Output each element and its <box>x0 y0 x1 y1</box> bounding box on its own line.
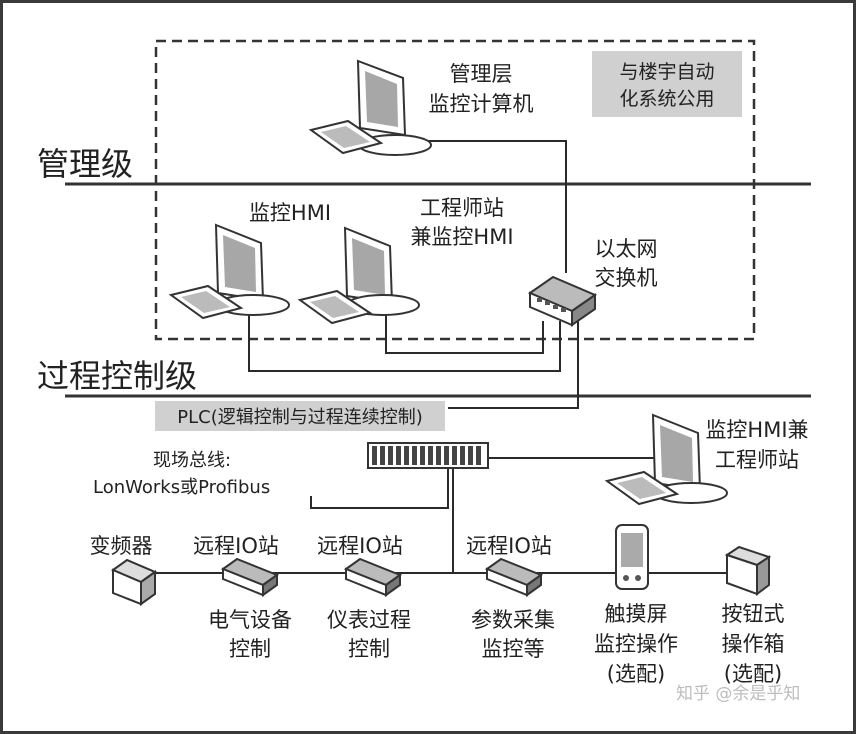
button-box-label-line-1: 按钮式 <box>722 602 785 626</box>
rio1-label: 远程IO站 <box>193 534 279 558</box>
plc-rack <box>367 442 489 469</box>
vfd-label: 变频器 <box>90 534 153 558</box>
touch-label-line-1: 触摸屏 <box>605 602 668 626</box>
right-hmi-label-line-1: 监控HMI兼 <box>705 418 808 442</box>
mgmt-to-switch-line <box>408 140 567 273</box>
shared-note: 与楼宇自动 化系统公用 <box>592 51 742 117</box>
hmi-label: 监控HMI <box>249 201 331 225</box>
rio1-desc-line-1: 电气设备 <box>208 608 292 632</box>
touch-label-line-3: (选配) <box>607 662 665 686</box>
switch-label-line-2: 交换机 <box>595 266 658 290</box>
mgmt-computer-label-line-2: 监控计算机 <box>429 92 534 116</box>
mgmt-computer-label-line-1: 管理层 <box>450 62 513 86</box>
management-level-label: 管理级 <box>37 145 133 183</box>
vfd-device <box>110 558 158 606</box>
plc-label: PLC(逻辑控制与过程连续控制) <box>177 407 423 428</box>
remote-io-1 <box>220 557 280 597</box>
switch-to-hmi-line <box>248 301 561 372</box>
touch-screen-device <box>615 524 649 590</box>
touch-label-line-2: 监控操作 <box>594 632 678 656</box>
shared-note-line-2: 化系统公用 <box>619 88 714 110</box>
button-box-device <box>724 545 772 596</box>
fieldbus-label-line-2: LonWorks或Profibus <box>93 477 270 498</box>
rio2-label: 远程IO站 <box>317 534 403 558</box>
switch-to-plc-line <box>448 321 579 409</box>
mgmt-computer <box>308 59 432 156</box>
eng-station-label-line-1: 工程师站 <box>420 196 504 220</box>
button-box-label-line-3: (选配) <box>724 662 782 686</box>
fieldbus-drop-line <box>310 468 449 509</box>
rio3-desc-line-1: 参数采集 <box>471 608 555 632</box>
rio2-desc-line-1: 仪表过程 <box>327 608 411 632</box>
hmi-computer <box>168 223 290 320</box>
plc-label-box: PLC(逻辑控制与过程连续控制) <box>155 401 445 431</box>
eng-station-computer <box>297 226 420 325</box>
right-hmi-computer <box>604 413 728 506</box>
process-level-label: 过程控制级 <box>37 357 197 395</box>
eng-station-label-line-2: 兼监控HMI <box>410 225 513 249</box>
fieldbus-label-line-1: 现场总线: <box>153 450 231 471</box>
remote-io-3 <box>484 557 544 597</box>
shared-note-line-1: 与楼宇自动 <box>619 61 714 83</box>
switch-label-line-1: 以太网 <box>595 237 658 261</box>
ethernet-switch <box>527 275 598 327</box>
remote-io-2 <box>343 557 403 597</box>
network-architecture-diagram: 管理级 过程控制级 与楼宇自动 化系统公用 管理层 监控计算机 监控HMI <box>37 39 811 704</box>
rio2-desc-line-2: 控制 <box>348 637 390 661</box>
switch-to-eng-station-line <box>385 301 544 354</box>
right-hmi-label-line-2: 工程师站 <box>715 448 799 472</box>
rio1-desc-line-2: 控制 <box>229 637 271 661</box>
button-box-label-line-2: 操作箱 <box>722 632 785 656</box>
rio3-desc-line-2: 监控等 <box>482 637 545 661</box>
rio3-label: 远程IO站 <box>466 534 552 558</box>
watermark-text: 知乎 @余是乎知 <box>676 684 800 704</box>
